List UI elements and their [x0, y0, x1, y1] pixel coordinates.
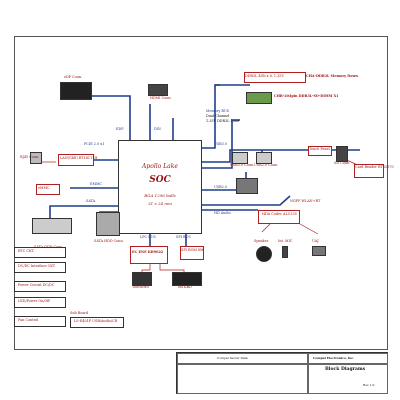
lan-label: LAN(GbE) RTL8111H	[60, 156, 98, 160]
odd-icon	[32, 218, 72, 234]
card-reader-box	[354, 164, 384, 178]
so-dimm-label: CHB-204pin DDR3L-SO-DIMM X1	[274, 94, 339, 98]
soc-size: 31 x 24 mm	[148, 201, 172, 206]
power-item-2: DC/DC Interface CKT.	[14, 262, 66, 273]
usb2-conn-label: USB2.0 Conn.	[254, 163, 279, 167]
jack-label: UAJ	[312, 239, 319, 243]
spi-rom-label: SPI ROM 8M	[181, 248, 204, 252]
soc-block: Apollo Lake SOC BGA 1296 balls 31 x 24 m…	[118, 140, 202, 234]
memory-bus-freq: 1.35V DDR3L 1866	[206, 119, 240, 123]
title-block-cell-title	[307, 363, 388, 394]
bus-line-edp	[90, 95, 131, 140]
revision-label: Rev 1.0	[363, 383, 375, 387]
power-item-4-label: LED/Power On/Off	[18, 299, 50, 303]
security-label: Compal Secret Data	[217, 356, 248, 360]
ddi-bus-label: DDI	[154, 127, 161, 131]
sd-conn-icon	[336, 146, 348, 162]
bus-line-memory	[200, 119, 240, 169]
so-dimm-box	[246, 92, 272, 104]
diagram-frame	[14, 36, 388, 350]
soc-label: SOC	[149, 175, 171, 185]
lan-box	[58, 154, 94, 166]
edp-panel-icon	[60, 82, 92, 100]
usb3-conn-icon	[232, 152, 248, 164]
keyboard-icon	[172, 272, 202, 286]
hdmi-conn-icon	[148, 84, 168, 96]
rj45-label: RJ45 Conn.	[20, 155, 40, 159]
title-block-cell-main	[177, 363, 309, 394]
memory-bus-detail: Dual Channel	[206, 114, 230, 118]
sub-board-box: LS-E401P USB/Audio/CR	[70, 317, 124, 328]
emmc-bus-label: EMMC	[90, 182, 103, 186]
sata-bus-label: SATA	[86, 199, 96, 203]
cha-memory-title: CHA-DDR3L Memory Down	[306, 73, 358, 78]
touchpad-icon	[132, 272, 152, 286]
lpc-bus-label: LPC BUS	[140, 235, 156, 239]
spi-bus-label: SPI BUS	[176, 235, 191, 239]
usb-hub-icon	[236, 178, 258, 194]
power-item-2-label: DC/DC Interface CKT.	[18, 264, 56, 268]
jack-icon	[312, 246, 326, 256]
power-item-5-label: Fan Control	[18, 318, 39, 322]
power-item-1-label: RTC CKT.	[18, 249, 35, 253]
rj45-icon	[30, 152, 42, 164]
mic-icon	[282, 246, 288, 258]
edp-bus-label: EDP	[116, 127, 124, 131]
touch-panel-box	[308, 146, 332, 156]
power-item-1: RTC CKT.	[14, 247, 66, 258]
soc-package: BGA 1296 balls	[144, 193, 176, 198]
usb3-bus-label: USB3.0	[214, 142, 228, 146]
power-item-4: LED/Power On/Off	[14, 297, 66, 308]
bus-line-usb	[200, 149, 360, 163]
speaker-icon	[256, 246, 272, 262]
diagram-title: Block Diagrams	[325, 367, 366, 372]
ec-label: EC ENE KB9022	[132, 250, 164, 254]
ddr3l-memory-down-box	[244, 72, 306, 83]
hdd-label: SATA HDD Conn.	[94, 239, 124, 243]
ddr3l-memory-down-label: DDR3L 4Gb x 8, 1.35V	[245, 73, 284, 78]
card-reader-label: Card Reader RTS5170	[355, 165, 394, 169]
spi-rom-box	[180, 246, 204, 260]
power-item-5: Fan Control	[14, 316, 66, 327]
speaker-label: Speaker	[254, 239, 269, 243]
memory-bus-label: Memory BUS	[206, 109, 230, 113]
sub-board-title: Sub Board	[70, 311, 89, 315]
sd-conn-label: SD Conn.	[334, 161, 351, 165]
emmc-box	[36, 184, 60, 195]
keyboard-label: Int.KBD	[178, 285, 192, 289]
wlan-label: NGFF WLAN+BT	[290, 199, 321, 203]
hda-bus-label: HD Audio	[214, 211, 231, 215]
title-block-cell-company	[307, 353, 388, 365]
ec-box	[130, 246, 168, 264]
power-item-3-label: Power Circuit DC/DC	[18, 283, 55, 287]
emmc-label: eMMC	[38, 185, 50, 190]
soc-name: Apollo Lake	[142, 163, 178, 170]
company-label: Compal Electronics, Inc.	[313, 356, 355, 360]
touch-panel-label: Touch Panel	[309, 147, 330, 151]
sub-board-label: LS-E401P USB/Audio/CR	[74, 319, 118, 323]
usb3-conn-label: USB3.0 Conn.	[230, 163, 255, 167]
codec-box	[258, 210, 300, 224]
hdd-icon	[96, 212, 120, 236]
bus-line-wlan	[200, 195, 291, 206]
usb2-conn-icon	[256, 152, 272, 164]
pcie-bus-label: PCIE 2.0 x1	[84, 142, 105, 146]
touchpad-label: TouchPad	[132, 285, 149, 289]
title-block-cell-security	[177, 353, 309, 365]
hdmi-conn-label: HDMI Conn.	[150, 96, 172, 100]
mic-label: Int. MIC	[278, 239, 293, 243]
edp-conn-label: eDP Conn.	[64, 75, 83, 79]
title-block: Compal Secret Data Compal Electronics, I…	[176, 352, 388, 394]
power-item-3: Power Circuit DC/DC	[14, 281, 66, 292]
codec-label: HDA Codec ALC255	[262, 212, 297, 216]
usb2-bus-label: USB2.0	[214, 185, 228, 189]
